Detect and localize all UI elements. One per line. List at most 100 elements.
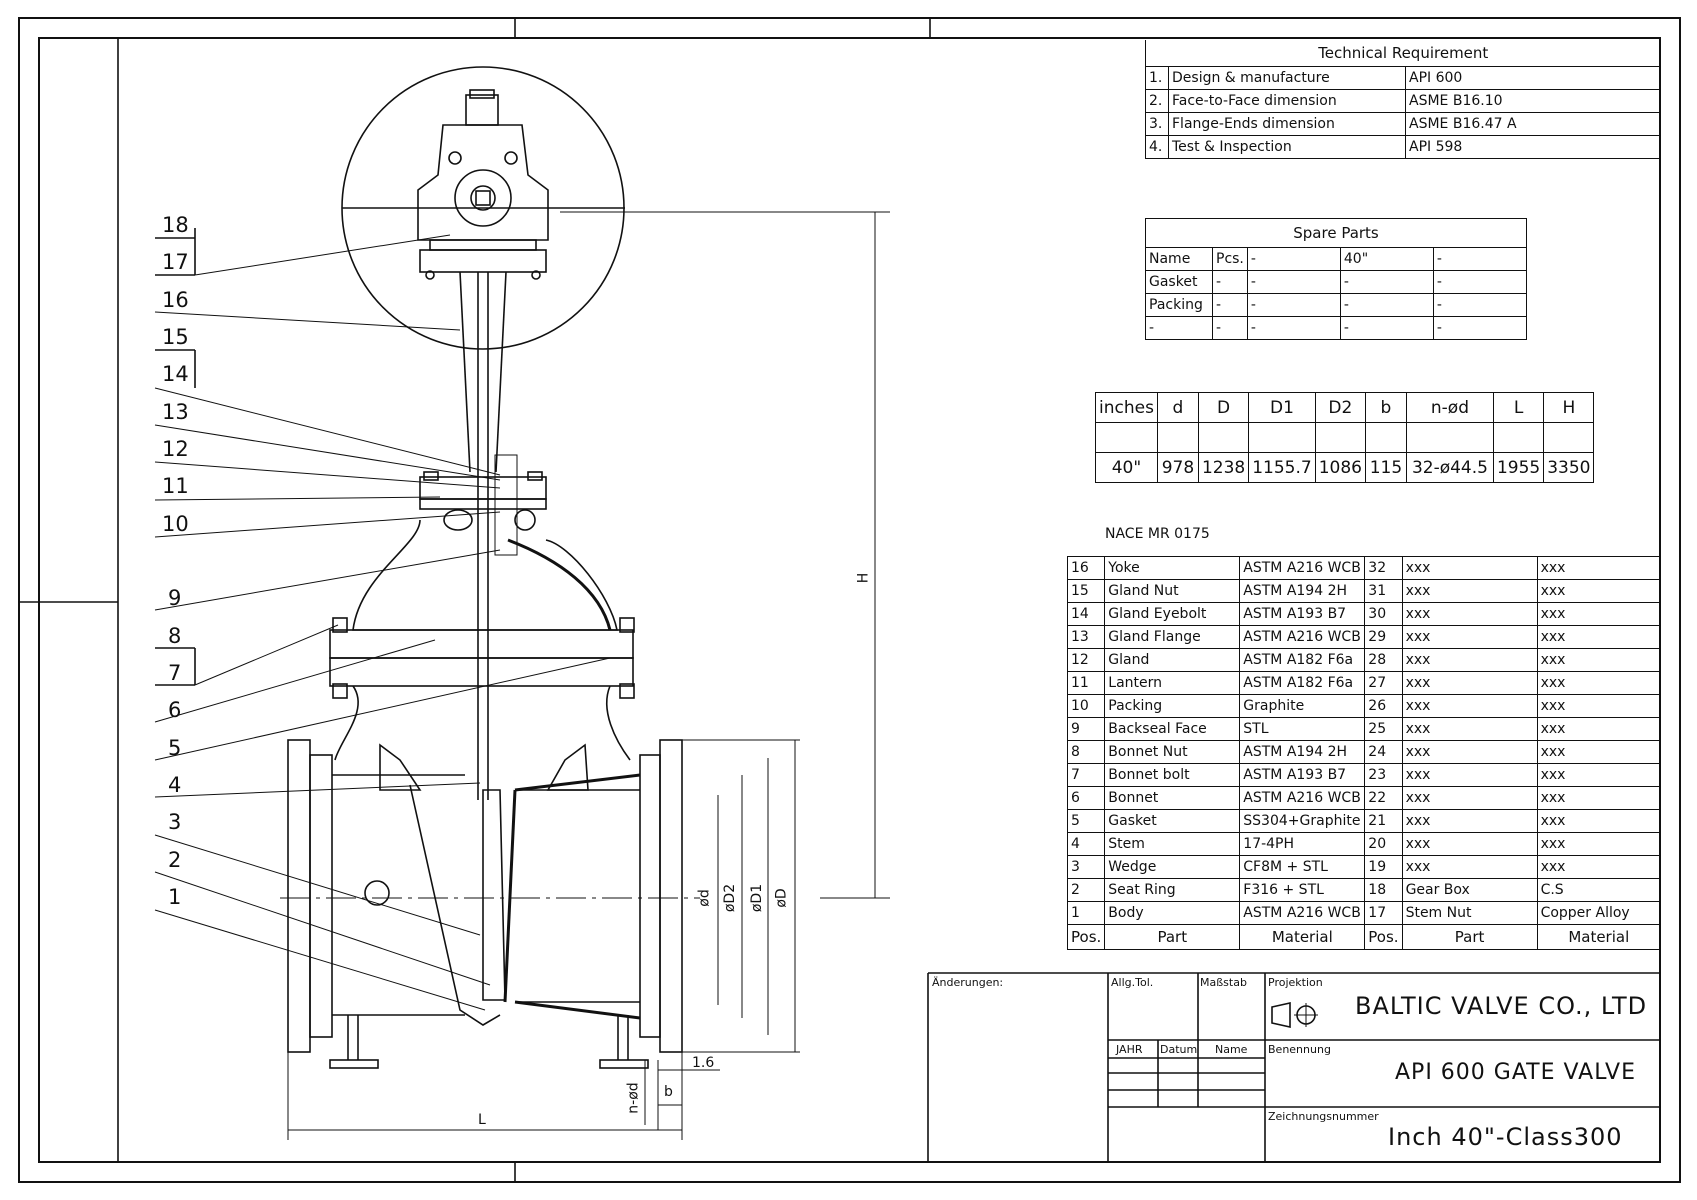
pl-cell: 28 — [1364, 648, 1403, 672]
tr-value: API 600 — [1405, 66, 1661, 90]
dim-d: ød — [696, 889, 713, 907]
pl-cell: xxx — [1536, 740, 1662, 764]
year-label: JAHR — [1116, 1043, 1143, 1056]
dim-D2: øD2 — [722, 883, 739, 913]
pl-cell: xxx — [1401, 694, 1538, 718]
sp-cell: - — [1145, 316, 1213, 340]
date-label: Datum — [1160, 1043, 1198, 1056]
sp-cell: - — [1432, 293, 1528, 317]
sp-cell: - — [1339, 270, 1434, 294]
pl-cell: 29 — [1364, 625, 1403, 649]
pl-cell: 11 — [1066, 671, 1106, 695]
pl-cell: xxx — [1536, 763, 1662, 787]
tr-item: Design & manufacture — [1168, 66, 1406, 90]
pl-cell: xxx — [1401, 602, 1538, 626]
balloon-13: 13 — [162, 400, 189, 424]
table-row: 1. Design & manufacture API 600 — [1145, 66, 1661, 90]
pl-cell: xxx — [1536, 786, 1662, 810]
pl-cell: xxx — [1401, 556, 1538, 580]
dim-header: n-ød — [1405, 392, 1494, 423]
pl-cell: Copper Alloy — [1536, 901, 1662, 925]
sp-cell: - — [1432, 316, 1528, 340]
balloon-6: 6 — [168, 698, 182, 722]
pl-cell: Wedge — [1104, 855, 1241, 879]
dim-b: b — [664, 1084, 673, 1100]
tr-item: Test & Inspection — [1168, 135, 1406, 159]
balloon-17: 17 — [162, 250, 189, 274]
balloon-16: 16 — [162, 288, 189, 312]
pl-cell: 23 — [1364, 763, 1403, 787]
table-row: 2. Face-to-Face dimension ASME B16.10 — [1145, 89, 1661, 113]
pl-cell: 5 — [1066, 809, 1106, 833]
pl-cell: xxx — [1536, 855, 1662, 879]
pl-cell: 2 — [1066, 878, 1106, 902]
pl-cell: 18 — [1364, 878, 1403, 902]
dim-header: D — [1197, 392, 1250, 423]
dim-cell: 1238 — [1197, 452, 1250, 483]
dim-D1: øD1 — [749, 883, 766, 913]
dim-L: L — [478, 1112, 486, 1128]
pl-footer-cell: Pos. — [1364, 924, 1403, 950]
balloon-15: 15 — [162, 325, 189, 349]
tr-value: ASME B16.47 A — [1405, 112, 1661, 136]
dim-header: D2 — [1314, 392, 1366, 423]
balloon-8: 8 — [168, 624, 182, 648]
sp-cell: - — [1212, 270, 1248, 294]
pl-cell: Gasket — [1104, 809, 1241, 833]
pl-cell: 8 — [1066, 740, 1106, 764]
dim-cell: 978 — [1156, 452, 1199, 483]
tr-no: 3. — [1145, 112, 1169, 136]
sp-cell: - — [1432, 247, 1528, 271]
sp-cell: - — [1246, 316, 1341, 340]
tr-no: 2. — [1145, 89, 1169, 113]
pl-cell: ASTM A194 2H — [1239, 740, 1366, 764]
balloon-3: 3 — [168, 810, 182, 834]
pl-cell: xxx — [1536, 648, 1662, 672]
table-row: Packing - - - - — [1145, 293, 1528, 317]
pl-cell: 17-4PH — [1239, 832, 1366, 856]
balloon-7: 7 — [168, 661, 182, 685]
pl-cell: 21 — [1364, 809, 1403, 833]
scale-label: Maßstab — [1200, 976, 1247, 989]
dim-cell: 3350 — [1543, 452, 1595, 483]
pl-cell: Gland Nut — [1104, 579, 1241, 603]
pl-cell: 6 — [1066, 786, 1106, 810]
pl-cell: Bonnet bolt — [1104, 763, 1241, 787]
pl-cell: 19 — [1364, 855, 1403, 879]
dim-header: H — [1543, 392, 1595, 423]
dim-header: L — [1492, 392, 1545, 423]
table-row: 40" 978 1238 1155.7 1086 115 32-ø44.5 19… — [1095, 452, 1595, 483]
outer-border — [18, 17, 1681, 1183]
pl-cell: xxx — [1401, 786, 1538, 810]
pl-cell: 16 — [1066, 556, 1106, 580]
pl-cell: 4 — [1066, 832, 1106, 856]
pl-cell: Yoke — [1104, 556, 1241, 580]
pl-cell: xxx — [1401, 740, 1538, 764]
balloon-9: 9 — [168, 586, 182, 610]
dim-H: H — [855, 572, 872, 584]
dim-cell: 1086 — [1314, 452, 1366, 483]
pl-cell: 20 — [1364, 832, 1403, 856]
drawing-number-label: Zeichnungsnummer — [1268, 1110, 1379, 1123]
pl-cell: ASTM A216 WCB — [1239, 556, 1366, 580]
tr-value: ASME B16.10 — [1405, 89, 1661, 113]
pl-cell: ASTM A194 2H — [1239, 579, 1366, 603]
pl-footer-cell: Part — [1401, 924, 1538, 950]
pl-cell: STL — [1239, 717, 1366, 741]
pl-cell: Bonnet Nut — [1104, 740, 1241, 764]
pl-cell: ASTM A193 B7 — [1239, 602, 1366, 626]
dim-header: d — [1156, 392, 1199, 423]
sp-cell: Pcs. — [1212, 247, 1248, 271]
designation-label: Benennung — [1268, 1043, 1331, 1056]
